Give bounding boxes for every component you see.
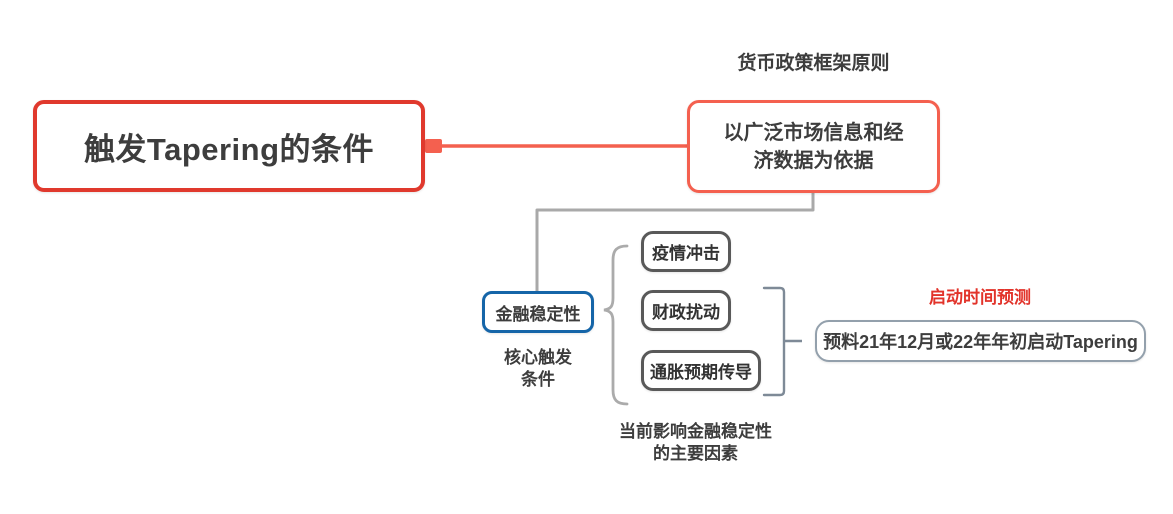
bracket-factors-group <box>762 286 786 397</box>
timing-label: 启动时间预测 <box>929 288 1031 307</box>
connector-root-nub <box>425 139 442 153</box>
factor-topic-label: 疫情冲击 <box>652 244 720 263</box>
principle-label: 货币政策框架原则 <box>737 53 890 74</box>
principle-topic[interactable]: 以广泛市场信息和经 济数据为依据 <box>687 100 940 193</box>
root-topic-label: 触发Tapering的条件 <box>83 131 375 167</box>
factor-topic-label: 通胀预期传导 <box>650 363 752 382</box>
factor-topic-label: 财政扰动 <box>652 303 720 322</box>
timing-topic[interactable]: 预料21年12月或22年年初启动Tapering <box>815 320 1146 362</box>
stability-topic-label: 金融稳定性 <box>495 304 581 324</box>
timing-topic-label: 预料21年12月或22年年初启动Tapering <box>823 332 1138 352</box>
principle-topic-label: 以广泛市场信息和经 济数据为依据 <box>723 121 904 172</box>
root-topic[interactable]: 触发Tapering的条件 <box>33 100 425 192</box>
stability-topic[interactable]: 金融稳定性 <box>482 291 594 333</box>
factor-topic-pandemic[interactable]: 疫情冲击 <box>641 231 731 272</box>
factor-topic-inflation[interactable]: 通胀预期传导 <box>641 350 761 391</box>
factors-label: 当前影响金融稳定性 的主要因素 <box>619 422 772 463</box>
stability-label: 核心触发 条件 <box>504 348 572 389</box>
factor-topic-fiscal[interactable]: 财政扰动 <box>641 290 731 331</box>
